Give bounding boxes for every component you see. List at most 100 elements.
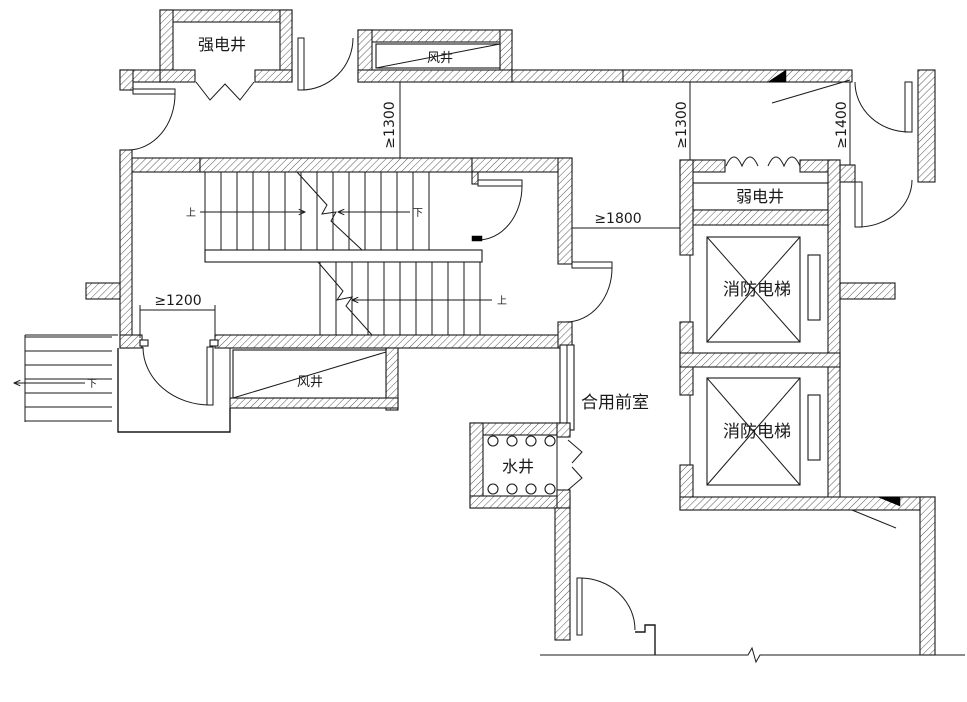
wall [557, 157, 573, 265]
stair-divider [204, 249, 483, 263]
double-door [195, 81, 255, 101]
elevator-car-cross [706, 377, 801, 486]
door-swing [300, 37, 354, 91]
stair-down-label: 下 [413, 208, 423, 219]
double-door [725, 156, 759, 168]
air-shaft-bottom: 风井 [229, 347, 399, 411]
door-swing [565, 267, 613, 323]
strong-electric-shaft: 强电井 [119, 9, 293, 101]
wall [119, 149, 133, 349]
door-swing [857, 179, 913, 228]
dimension-right: ≥1400 [834, 82, 851, 165]
double-door [567, 439, 583, 464]
pipe [544, 435, 556, 447]
dimension-label: ≥1800 [594, 211, 641, 227]
door-leaf [132, 88, 176, 95]
wall [469, 422, 484, 509]
door-jamb [209, 339, 219, 347]
pipe [506, 483, 518, 495]
wall [229, 397, 399, 409]
door-swing [142, 346, 211, 406]
landing-outline [117, 348, 231, 433]
door-swing [854, 81, 910, 133]
upper-stair-flight [204, 172, 430, 250]
wall [199, 157, 473, 173]
counterweight [807, 394, 821, 461]
stair-break-line [296, 171, 363, 251]
wall [471, 171, 479, 185]
shaft-diagonal [375, 43, 501, 69]
door-jamb [139, 339, 149, 347]
elevator-car-cross [706, 236, 801, 343]
fire-shutter-mark [767, 69, 787, 83]
door-leaf [206, 346, 214, 406]
exterior-stair: 下 [14, 334, 231, 433]
water-shaft: 水井 [469, 422, 583, 509]
air-shaft-bottom-label: 风井 [297, 375, 323, 390]
wall [556, 489, 571, 509]
shaft-outline [482, 434, 558, 497]
lower-stair-flight [319, 262, 481, 335]
top-corridor-wall [511, 69, 853, 104]
dimension-label: ≥1200 [154, 293, 201, 309]
wall [119, 334, 143, 349]
stair-up-label: 上 [497, 295, 507, 307]
pier [635, 624, 656, 655]
door-leaf [576, 577, 583, 636]
door-swing [477, 185, 523, 241]
door-leaf [904, 81, 913, 133]
wall [917, 69, 936, 183]
double-door [767, 156, 801, 168]
wall [159, 9, 293, 23]
stair-down-label: 下 [87, 379, 97, 390]
wall [679, 159, 694, 256]
exterior-stair-treads [25, 336, 112, 422]
wall-stub [839, 282, 896, 300]
stair-break-line [317, 261, 373, 336]
shared-antechamber: 合用前室 [559, 344, 649, 431]
wall [679, 352, 841, 368]
door-leaf [477, 179, 523, 187]
stair-up-label: 上 [186, 207, 196, 219]
strong-electric-shaft-label: 强电井 [198, 35, 246, 54]
dimension-label: ≥1400 [834, 101, 850, 148]
dimension-top-left: ≥1300 [382, 82, 401, 160]
wall [556, 422, 571, 438]
dimension-antechamber: ≥1800 [572, 211, 680, 229]
wall [119, 69, 134, 91]
wall [827, 159, 841, 511]
wall-stub [85, 282, 121, 300]
wall [469, 495, 571, 509]
wall [214, 334, 573, 349]
door-swing [579, 577, 636, 631]
pipe [525, 483, 537, 495]
door-swing [127, 93, 176, 151]
air-shaft-top-label: 风井 [427, 51, 453, 66]
dimension-door: ≥1200 [139, 293, 216, 338]
wall [357, 69, 513, 83]
wall [254, 69, 293, 83]
weak-electric-shaft-label: 弱电井 [736, 187, 784, 206]
stairwell: 上 下 上 [85, 149, 613, 406]
door-leaf [854, 181, 863, 228]
shutter-line [771, 79, 851, 104]
counterweight [807, 254, 821, 321]
door-leaf [571, 261, 613, 269]
shaft-diagonal [232, 351, 387, 399]
wall [557, 321, 573, 349]
right-entrance [837, 69, 936, 228]
dimension-top-right: ≥1300 [674, 82, 691, 160]
wall [471, 157, 573, 173]
door-leaf [297, 37, 305, 91]
wall [679, 209, 841, 226]
wall [554, 507, 571, 641]
elevator-block: 弱电井 消防电梯 消防电梯 [679, 156, 936, 656]
pipe [487, 435, 499, 447]
dimension-label: ≥1300 [674, 101, 690, 148]
wall [357, 29, 513, 43]
pipe [525, 435, 537, 447]
wall [622, 69, 853, 83]
fire-elevator-1-label: 消防电梯 [723, 280, 791, 300]
wall [511, 69, 624, 83]
